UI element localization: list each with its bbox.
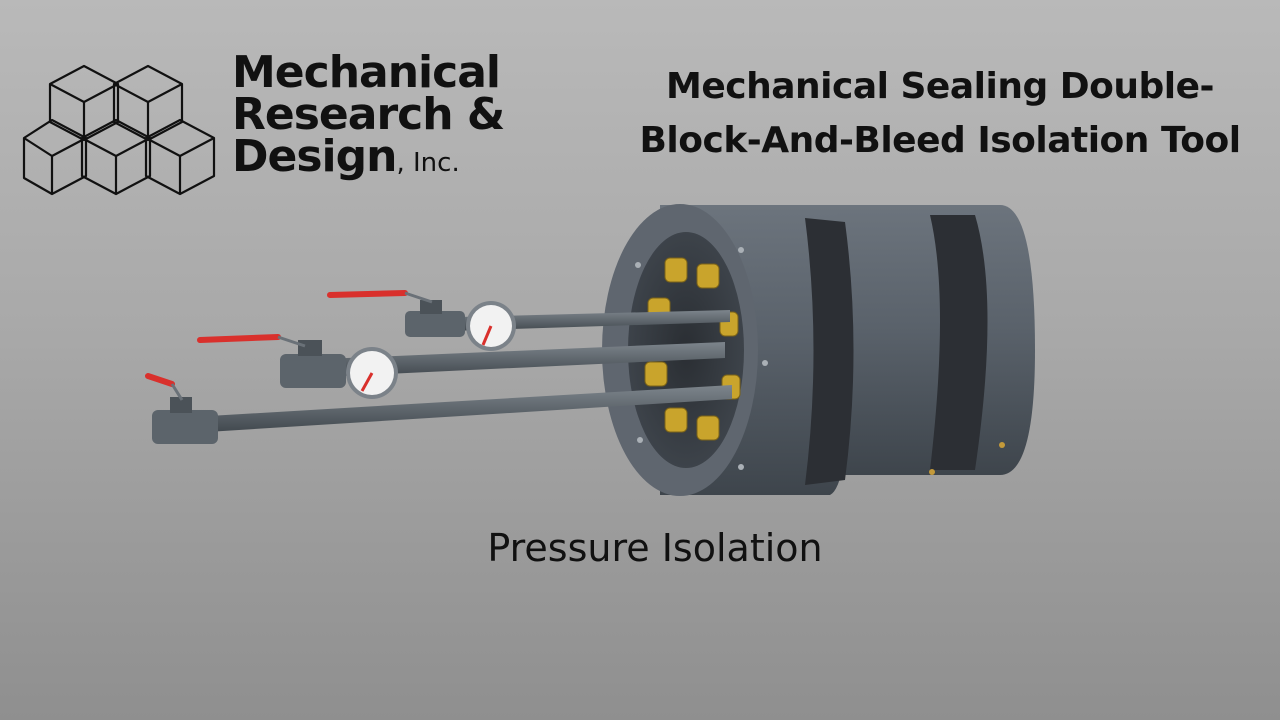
- valve-bottom: [145, 373, 218, 444]
- brand-line-2: Research &: [232, 89, 505, 140]
- brand-wordmark: Mechanical Research & Design, Inc.: [232, 47, 572, 184]
- brand-line-3: Design, Inc.: [232, 135, 572, 184]
- logo-cube-lattice-icon: [22, 64, 216, 196]
- caption-label: Pressure Isolation: [487, 526, 823, 570]
- valve-middle: [197, 334, 398, 399]
- brand-line-3-name: Design: [232, 131, 397, 182]
- brand-suffix: , Inc.: [396, 148, 460, 178]
- title-line-2: Block-And-Bleed Isolation Tool: [639, 120, 1241, 161]
- brand-line-1: Mechanical: [232, 47, 501, 98]
- page-title: Mechanical Sealing Double- Block-And-Ble…: [600, 60, 1280, 168]
- title-line-1: Mechanical Sealing Double-: [666, 66, 1214, 107]
- valve-top: [327, 290, 516, 351]
